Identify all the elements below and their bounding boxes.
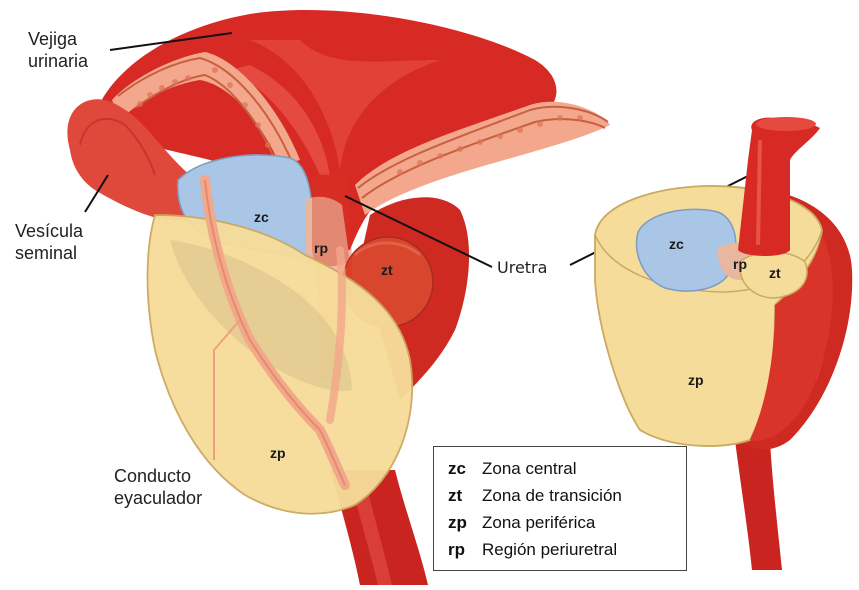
label-seminal-line1: Vesícula [15,220,83,242]
legend-text: Región periuretral [482,540,617,559]
label-bladder-line1: Vejiga [28,28,88,50]
label-seminal-vesicle: Vesícula seminal [15,220,83,264]
legend-code: zc [448,455,482,482]
label-bladder: Vejiga urinaria [28,28,88,72]
label-ejaculatory-duct: Conducto eyaculador [114,465,202,509]
label-seminal-line2: seminal [15,242,83,264]
zone-label-zt-right: zt [769,265,781,281]
zone-label-zp-right: zp [688,372,704,388]
zone-label-zt-left: zt [381,262,393,278]
zone-label-zc-left: zc [254,209,269,225]
label-urethra: Uretra [497,257,547,279]
zone-label-zc-right: zc [669,236,684,252]
zone-label-rp-right: rp [733,256,747,272]
legend-text: Zona central [482,459,577,478]
legend-text: Zona de transición [482,486,622,505]
label-bladder-line2: urinaria [28,50,88,72]
zone-label-zp-left: zp [270,445,286,461]
legend-code: zt [448,482,482,509]
legend-code: zp [448,509,482,536]
label-duct-line2: eyaculador [114,487,202,509]
label-duct-line1: Conducto [114,465,202,487]
legend-text: Zona periférica [482,513,595,532]
lower-urethra-right [735,440,782,570]
zone-label-rp-left: rp [314,240,328,256]
legend-code: rp [448,536,482,563]
